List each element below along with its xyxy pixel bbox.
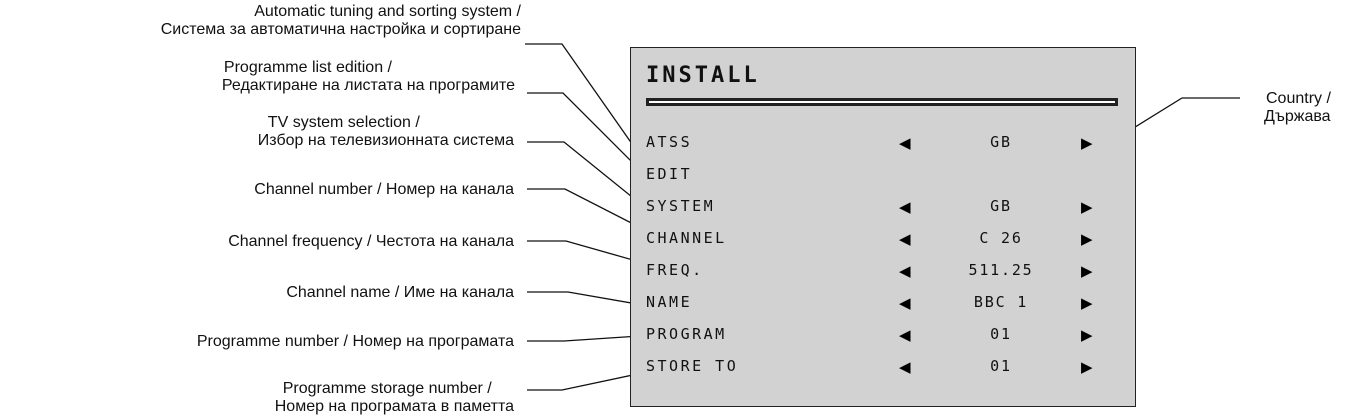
menu-row-freq[interactable]: FREQ. ◀ 511.25 ▶ [631,259,1135,283]
callout-country-line2: Държава [1264,108,1331,125]
callout-country: Country / Държава [1264,90,1331,126]
menu-row-label: NAME [646,293,693,311]
leader-freq [527,240,641,263]
callout-name-line1: Channel name / Име на канала [286,284,514,301]
menu-row-value: 01 [990,325,1012,343]
right-arrow-icon[interactable]: ▶ [1081,198,1093,216]
callout-country-line1: Country / [1266,90,1331,107]
callout-store: Programme storage number / Номер на прог… [275,380,514,416]
leader-atss [525,43,638,152]
menu-row-store-to[interactable]: STORE TO ◀ 01 ▶ [631,355,1135,379]
menu-row-value: BBC 1 [973,293,1029,311]
left-arrow-icon[interactable]: ◀ [899,262,911,280]
menu-row-system[interactable]: SYSTEM ◀ GB ▶ [631,195,1135,219]
callout-channel: Channel number / Номер на канала [254,181,514,199]
menu-row-channel[interactable]: CHANNEL ◀ C 26 ▶ [631,227,1135,251]
menu-row-label: CHANNEL [646,229,727,247]
callout-freq-line1: Channel frequency / Честота на канала [228,233,514,250]
left-arrow-icon[interactable]: ◀ [899,198,911,216]
left-arrow-icon[interactable]: ◀ [899,294,911,312]
callout-store-line1: Programme storage number / [282,380,492,397]
leader-name [527,291,638,305]
menu-row-value: 511.25 [968,261,1034,279]
leader-channel [527,188,648,232]
callout-atss: Automatic tuning and sorting system / Си… [161,3,521,39]
title-underline-bar [646,98,1118,106]
menu-row-label: PROGRAM [646,325,727,343]
callout-freq: Channel frequency / Честота на канала [228,233,514,251]
leader-system [527,141,638,202]
callout-edit-line1: Programme list edition / [223,59,392,76]
menu-row-value: C 26 [979,229,1023,247]
left-arrow-icon[interactable]: ◀ [899,326,911,344]
leader-edit [527,92,645,175]
left-arrow-icon[interactable]: ◀ [899,134,911,152]
callout-channel-line1: Channel number / Номер на канала [254,181,514,198]
right-arrow-icon[interactable]: ▶ [1081,134,1093,152]
menu-row-label: STORE TO [646,357,739,375]
callout-system-line1: TV system selection / [267,114,420,131]
menu-title: INSTALL [646,63,760,88]
menu-row-label: EDIT [646,165,693,183]
callout-edit: Programme list edition / Редактиране на … [222,59,515,95]
right-arrow-icon[interactable]: ▶ [1081,358,1093,376]
menu-row-value: GB [990,197,1012,215]
callout-program: Programme number / Номер на програмата [197,333,514,351]
menu-row-edit[interactable]: EDIT [631,163,1135,187]
menu-row-program[interactable]: PROGRAM ◀ 01 ▶ [631,323,1135,347]
menu-row-label: SYSTEM [646,197,716,215]
right-arrow-icon[interactable]: ▶ [1081,294,1093,312]
left-arrow-icon[interactable]: ◀ [899,230,911,248]
callout-edit-line2: Редактиране на листата на програмите [221,77,515,94]
leader-program [527,335,641,342]
install-menu-panel: INSTALL ATSS ◀ GB ▶ EDIT SYSTEM ◀ GB ▶ CHANNEL ◀ C … [630,47,1136,407]
right-arrow-icon[interactable]: ▶ [1081,326,1093,344]
callout-program-line1: Programme number / Номер на програмата [196,333,514,350]
left-arrow-icon[interactable]: ◀ [899,358,911,376]
callout-atss-line1: Automatic tuning and sorting system / [254,3,521,20]
menu-row-value: 01 [990,357,1012,375]
callout-system: TV system selection / Избор на телевизио… [258,114,514,150]
right-arrow-icon[interactable]: ▶ [1081,262,1093,280]
menu-row-name[interactable]: NAME ◀ BBC 1 ▶ [631,291,1135,315]
callout-store-line2: Номер на програмата в паметта [274,398,514,415]
callout-atss-line2: Система за автоматична настройка и сорти… [160,21,521,38]
menu-row-value: GB [990,133,1012,151]
menu-row-label: FREQ. [646,261,704,279]
menu-row-label: ATSS [646,133,693,151]
callout-system-line2: Избор на телевизионната система [257,132,514,149]
right-arrow-icon[interactable]: ▶ [1081,230,1093,248]
callout-name: Channel name / Име на канала [286,284,514,302]
menu-row-atss[interactable]: ATSS ◀ GB ▶ [631,131,1135,155]
leader-store [527,371,648,391]
